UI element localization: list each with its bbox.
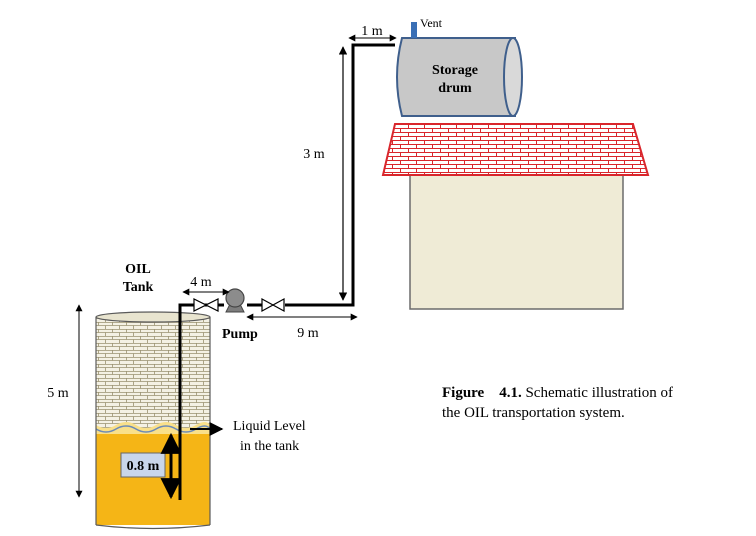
- caption-line1-text: Schematic illustration of: [525, 385, 673, 401]
- pump-icon: [225, 288, 245, 313]
- brick-roof: [381, 123, 650, 176]
- dim-suction-length-label: 4 m: [190, 275, 212, 290]
- storage-drum-label-line2: drum: [438, 81, 472, 96]
- drum-body: [396, 37, 516, 117]
- tank-top-rim: [95, 311, 211, 323]
- valve-icon: [193, 298, 219, 312]
- oil-tank-label-line1: OIL: [125, 262, 151, 277]
- liquid-height-label: 0.8 m: [127, 459, 160, 474]
- oil-tank: [95, 311, 211, 530]
- storage-drum: Vent Storage drum: [396, 16, 523, 117]
- oil-tank-label-line2: Tank: [123, 280, 154, 295]
- dim-discharge-length-label: 9 m: [297, 326, 319, 341]
- liquid-level-label-line2: in the tank: [240, 439, 299, 454]
- figure-caption: Figure 4.1. Schematic illustration of th…: [442, 383, 742, 423]
- dim-top-horizontal-label: 1 m: [361, 24, 383, 39]
- dim-vertical-rise-label: 3 m: [303, 147, 325, 162]
- caption-line2: the OIL transportation system.: [442, 405, 625, 421]
- discharge-pipe: [285, 43, 395, 307]
- dim-tank-height-label: 5 m: [47, 386, 69, 401]
- pump-label: Pump: [222, 327, 258, 342]
- caption-figure-number: 4.1.: [499, 385, 522, 401]
- valve-icon: [261, 297, 285, 313]
- building: [381, 123, 650, 310]
- tank-bottom-rim: [95, 524, 211, 530]
- drum-end-cap: [503, 37, 523, 117]
- caption-line1: Figure 4.1. Schematic illustration of: [442, 383, 742, 403]
- caption-figure-word: Figure: [442, 385, 485, 401]
- storage-drum-label-line1: Storage: [432, 63, 478, 78]
- vent-label: Vent: [420, 16, 443, 30]
- liquid-level-label-line1: Liquid Level: [233, 419, 306, 434]
- tank-brick-wall: [96, 317, 210, 429]
- vent-pipe-icon: [411, 22, 417, 38]
- building-wall: [409, 174, 624, 310]
